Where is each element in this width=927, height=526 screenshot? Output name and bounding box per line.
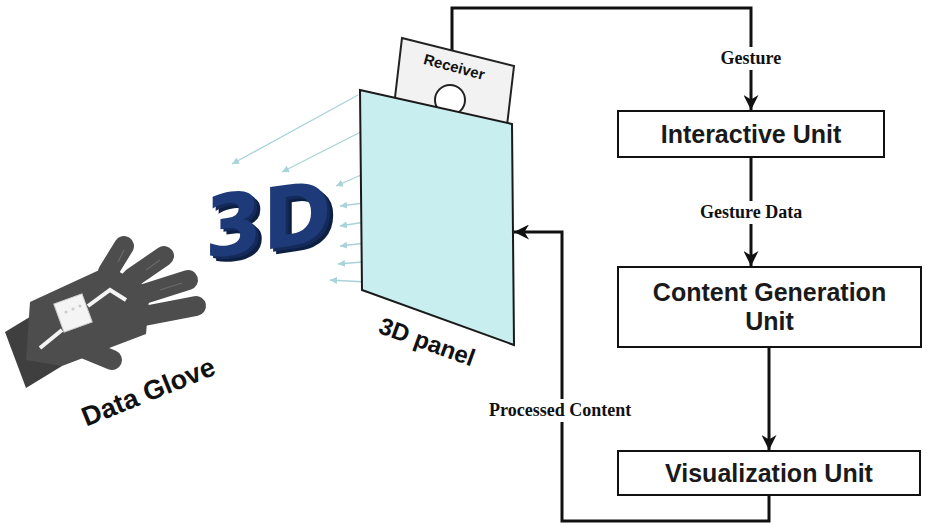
glove-fingers [78,246,196,360]
sensor-wire [88,290,126,306]
edge-label: Processed Content [486,399,634,422]
edge-label: Gesture [718,47,785,70]
projection-line [232,95,358,164]
glove-seam [146,260,160,270]
connector-arrow [768,348,771,450]
sensor-dot [78,304,81,307]
sensor-wire [40,330,62,348]
edge-label: Gesture Data [697,201,805,224]
glove-seam [118,250,124,262]
glove-finger [144,280,188,294]
glove-finger [132,256,164,278]
process-box: Visualization Unit [617,450,921,496]
glove-thumb [78,346,112,360]
glove-seam [160,283,182,290]
data-glove [5,246,196,388]
glove-finger [144,306,196,316]
box-label: Visualization Unit [665,459,873,488]
sensor-dot [64,310,67,313]
sensor-module [54,294,92,332]
sensor-dot [71,307,74,310]
panel-outline [360,90,514,345]
process-box: Content Generation Unit [617,266,922,348]
sensor-dots [64,304,81,313]
box-label: Interactive Unit [661,120,842,149]
display-panel: 3D panel [355,85,515,385]
box-label: Content Generation Unit [629,278,910,336]
process-box: Interactive Unit [617,110,885,158]
3d-text: 3D [205,169,332,272]
glove-finger [108,246,124,272]
glove-seams [118,250,182,290]
